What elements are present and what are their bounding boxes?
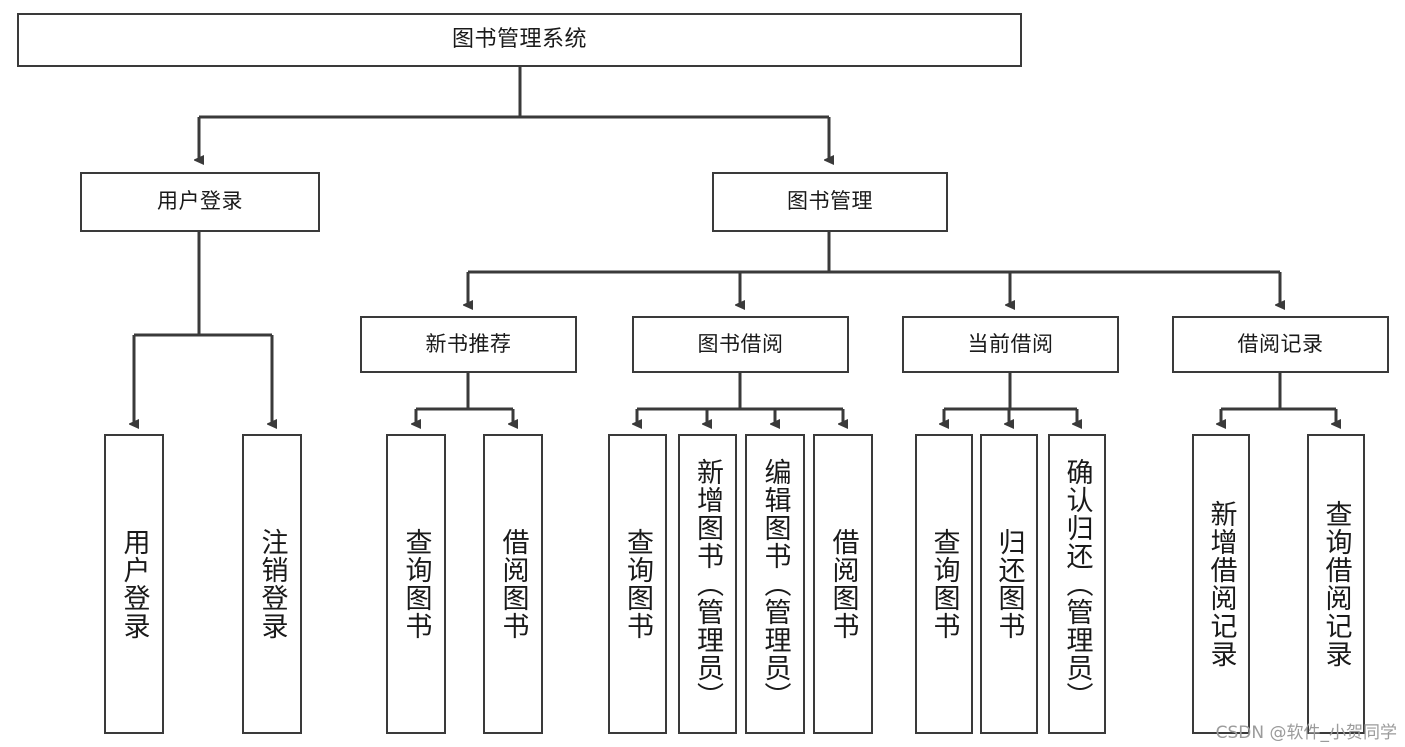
leaf-user-login[interactable]: 用户登录 (104, 434, 164, 734)
node-label: 查询图书 (400, 528, 432, 640)
leaf-confirm-return-admin[interactable]: 确认归还（管理员） (1048, 434, 1106, 734)
node-book-borrow[interactable]: 图书借阅 (632, 316, 849, 373)
node-label: 新增借阅记录 (1205, 500, 1237, 668)
node-label: 用户登录 (118, 528, 150, 640)
node-label: 图书借阅 (697, 331, 784, 356)
node-label: 当前借阅 (967, 331, 1054, 356)
node-label: 借阅图书 (827, 528, 859, 640)
node-label: 确认归还（管理员） (1061, 458, 1093, 710)
node-label: 新增图书（管理员） (692, 458, 723, 710)
leaf-edit-book-admin[interactable]: 编辑图书（管理员） (745, 434, 805, 734)
node-label: 借阅记录 (1237, 331, 1324, 356)
node-label: 借阅图书 (497, 528, 529, 640)
node-current-borrow[interactable]: 当前借阅 (902, 316, 1119, 373)
node-user-login[interactable]: 用户登录 (80, 172, 320, 232)
node-label: 查询图书 (622, 528, 653, 640)
node-label: 新书推荐 (425, 331, 512, 356)
node-label: 查询图书 (928, 528, 960, 640)
node-label: 注销登录 (256, 528, 288, 640)
leaf-borrow-book-recommend[interactable]: 借阅图书 (483, 434, 543, 734)
leaf-query-book-current[interactable]: 查询图书 (915, 434, 973, 734)
leaf-add-book-admin[interactable]: 新增图书（管理员） (678, 434, 737, 734)
leaf-query-borrow-record[interactable]: 查询借阅记录 (1307, 434, 1365, 734)
leaf-logout[interactable]: 注销登录 (242, 434, 302, 734)
node-label: 用户登录 (157, 189, 243, 214)
node-label: 查询借阅记录 (1320, 500, 1352, 668)
watermark: CSDN @软件_小贺同学 (1215, 723, 1397, 743)
node-root-system[interactable]: 图书管理系统 (17, 13, 1022, 67)
node-label: 图书管理 (787, 189, 873, 214)
leaf-borrow-book[interactable]: 借阅图书 (813, 434, 873, 734)
node-borrow-record[interactable]: 借阅记录 (1172, 316, 1389, 373)
leaf-query-book-recommend[interactable]: 查询图书 (386, 434, 446, 734)
node-label: 图书管理系统 (451, 26, 587, 52)
node-book-management[interactable]: 图书管理 (712, 172, 948, 232)
leaf-return-book[interactable]: 归还图书 (980, 434, 1038, 734)
node-label: 编辑图书（管理员） (759, 458, 791, 710)
leaf-query-book[interactable]: 查询图书 (608, 434, 667, 734)
node-new-book-recommend[interactable]: 新书推荐 (360, 316, 577, 373)
node-label: 归还图书 (993, 528, 1025, 640)
leaf-add-borrow-record[interactable]: 新增借阅记录 (1192, 434, 1250, 734)
